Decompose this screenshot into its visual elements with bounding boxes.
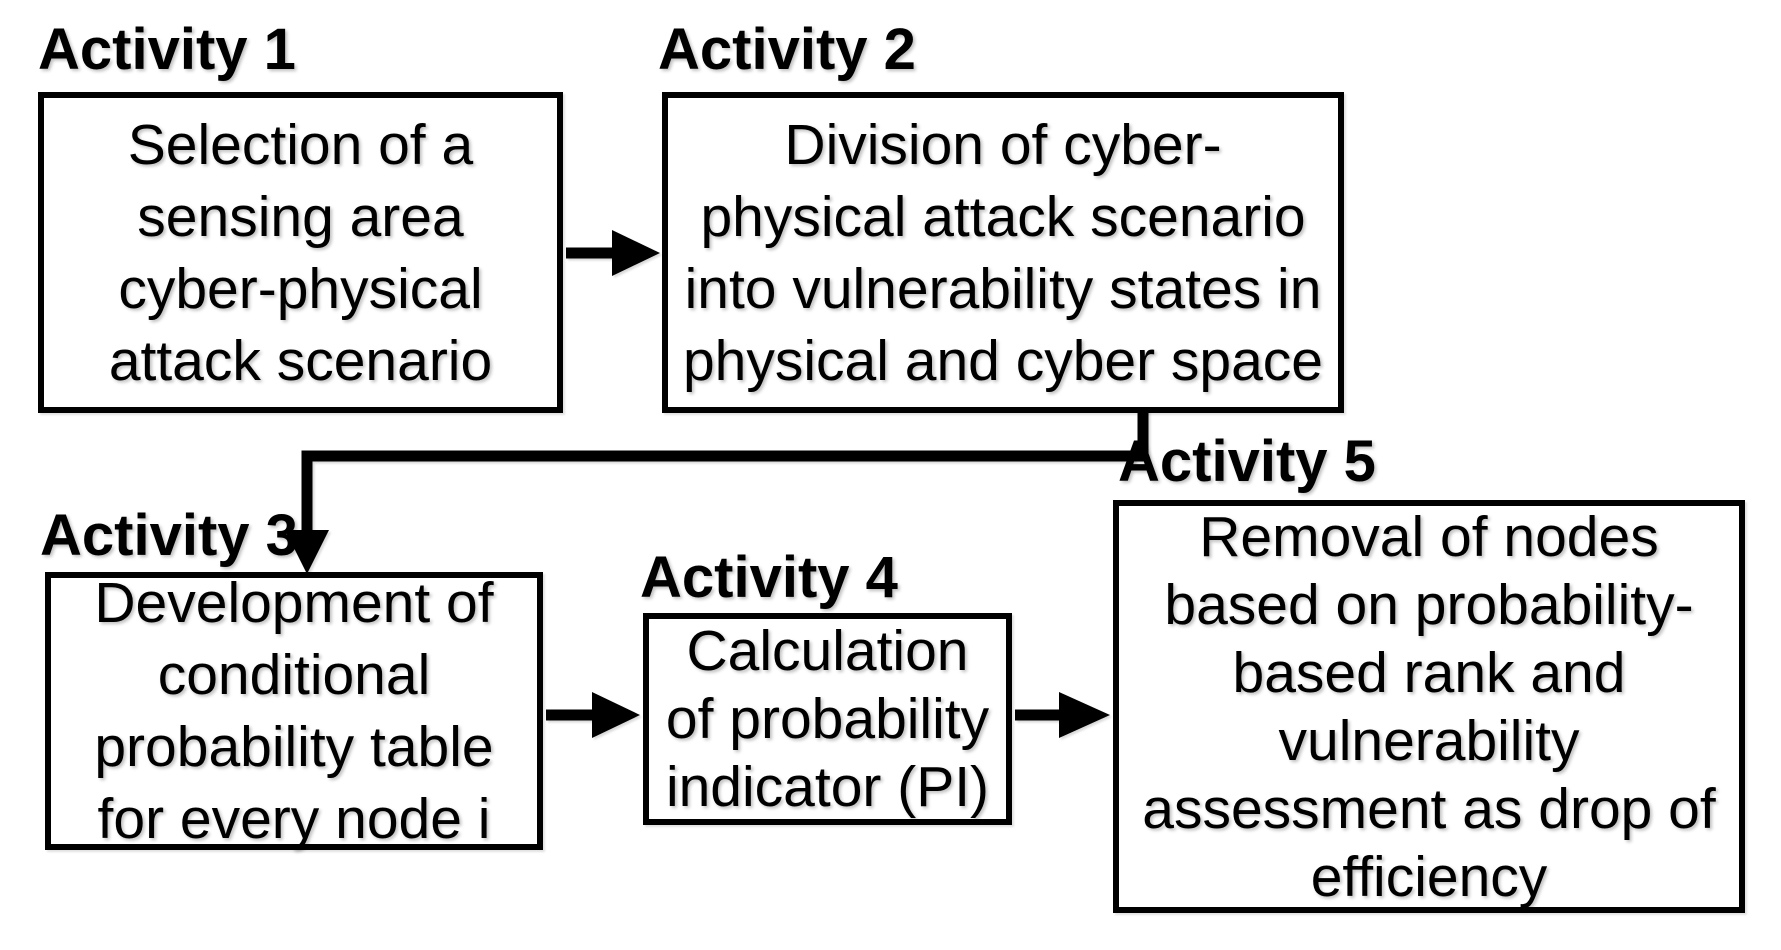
activity-1-label: Activity 1 xyxy=(38,17,296,82)
activity-1-text: Selection of a sensing area cyber-physic… xyxy=(108,112,493,393)
activity-3-box: Development of conditional probability t… xyxy=(45,571,543,851)
arrow-activity4-to-activity5-icon xyxy=(1015,692,1110,738)
activity-4-text: Calculation of probability indicator (PI… xyxy=(665,619,990,819)
activity-4-box: Calculation of probability indicator (PI… xyxy=(643,613,1012,825)
arrow-activity1-to-activity2-icon xyxy=(566,230,660,276)
activity-2-text: Division of cyber- physical attack scena… xyxy=(682,112,1324,393)
activity-3-text: Development of conditional probability t… xyxy=(94,571,494,851)
arrow-activity3-to-activity4-icon xyxy=(546,692,640,738)
activity-2-label: Activity 2 xyxy=(658,17,916,82)
activity-3-label: Activity 3 xyxy=(40,503,298,568)
activity-4-label: Activity 4 xyxy=(640,545,898,610)
activity-2-box: Division of cyber- physical attack scena… xyxy=(662,92,1344,413)
activity-5-box: Removal of nodes based on probability- b… xyxy=(1113,500,1745,913)
activity-5-label: Activity 5 xyxy=(1118,429,1376,494)
activity-5-text: Removal of nodes based on probability- b… xyxy=(1142,504,1716,909)
activity-1-box: Selection of a sensing area cyber-physic… xyxy=(38,92,563,413)
